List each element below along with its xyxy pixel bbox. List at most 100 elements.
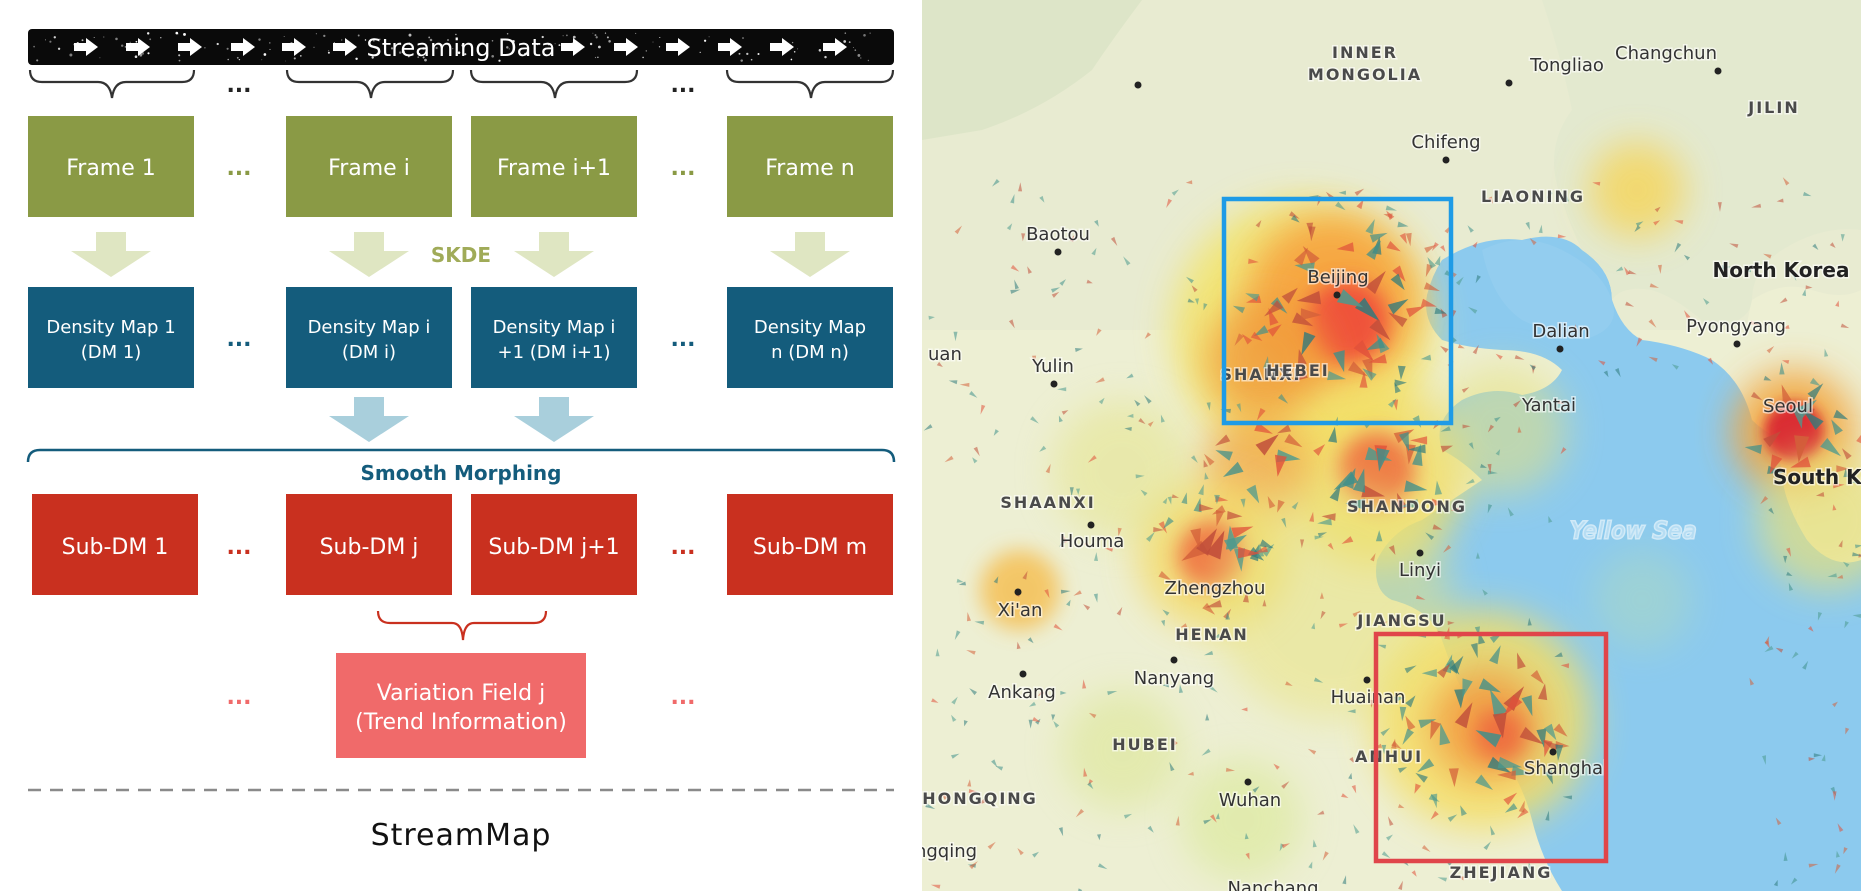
flow-arrow	[1058, 415, 1063, 423]
flow-arrow	[1560, 663, 1570, 669]
flow-arrow	[1657, 264, 1662, 274]
flow-arrow	[1039, 445, 1047, 452]
flow-arrow	[1116, 606, 1123, 616]
bohai-bay	[1482, 240, 1614, 340]
flow-arrow	[1808, 626, 1814, 632]
flow-arrow	[1381, 851, 1391, 859]
flow-arrow	[925, 803, 936, 810]
flow-arrow	[948, 380, 958, 385]
flow-arrow	[1542, 740, 1559, 752]
flow-arrow	[1057, 387, 1067, 392]
map-label-city: uan	[928, 344, 962, 365]
flow-arrow	[1171, 189, 1179, 196]
stream-star	[33, 45, 35, 48]
flow-arrow	[1560, 447, 1567, 455]
stream-star	[175, 31, 179, 35]
flow-arrow	[1836, 574, 1844, 579]
flow-arrow	[1369, 318, 1391, 341]
stream-star	[869, 32, 871, 34]
morph-label: Smooth Morphing	[361, 461, 562, 485]
stream-star	[594, 56, 597, 59]
flow-arrow	[1636, 337, 1643, 347]
flow-arrow	[1856, 434, 1861, 444]
density-row: Density Map 1 (DM 1) Density Map i (DM i…	[28, 287, 893, 388]
flow-arrow	[1802, 409, 1824, 430]
dot-xian	[1014, 588, 1022, 596]
stream-star	[422, 56, 425, 59]
flow-arrow	[1802, 289, 1806, 297]
stream-star	[407, 55, 410, 58]
stream-arrow	[333, 38, 357, 56]
flow-arrow	[1653, 220, 1661, 226]
flow-arrow	[1461, 387, 1470, 393]
flow-arrow	[1076, 488, 1080, 495]
flow-arrow	[1448, 768, 1459, 788]
flow-arrow	[1815, 492, 1825, 497]
flow-arrow	[1833, 409, 1849, 420]
flow-arrow	[941, 793, 948, 800]
frame-i-box	[286, 116, 452, 217]
flow-arrow	[1312, 839, 1317, 848]
flow-arrow	[1525, 221, 1530, 230]
map-label-region: MONGOLIA	[1308, 65, 1422, 84]
stream-star	[506, 32, 509, 35]
map-label-region: HUBEI	[1112, 735, 1177, 754]
flow-arrow	[1443, 544, 1452, 553]
flow-arrow	[1045, 463, 1051, 474]
flow-arrow	[1292, 370, 1308, 382]
flow-arrow	[1291, 501, 1299, 510]
stream-star	[455, 33, 457, 36]
frames-row: Frame 1 Frame i Frame i+1 Frame n ... ..…	[28, 116, 893, 217]
stream-star	[597, 56, 599, 58]
stream-star	[562, 35, 564, 37]
stream-star	[791, 41, 794, 44]
flow-arrow	[1671, 364, 1679, 370]
flow-arrow	[1398, 804, 1405, 809]
flow-arrow	[1557, 234, 1567, 239]
flow-arrow	[1615, 266, 1624, 272]
stream-star	[135, 40, 138, 43]
flow-arrow	[1361, 485, 1385, 498]
bracket-frame-n	[725, 69, 895, 99]
flow-arrow	[1321, 513, 1336, 521]
flow-arrow	[1300, 308, 1322, 321]
flow-arrow	[1437, 663, 1451, 678]
flow-arrow	[1308, 861, 1313, 869]
stream-star	[178, 54, 181, 57]
flow-arrow	[1166, 198, 1172, 208]
flow-arrow	[1187, 298, 1195, 303]
dot-ankang	[1019, 670, 1027, 678]
flow-arrow	[1353, 340, 1374, 362]
flow-arrow	[1032, 355, 1037, 366]
flow-arrow	[1805, 285, 1813, 290]
map-label-region: SHANDONG	[1347, 497, 1467, 516]
flow-arrow	[1127, 413, 1134, 418]
flow-arrow	[1368, 354, 1387, 364]
flow-arrow	[1843, 468, 1849, 478]
flow-arrow	[1546, 190, 1553, 199]
flow-arrow	[1322, 851, 1329, 861]
stream-star	[867, 59, 870, 62]
flow-arrow	[931, 698, 939, 703]
stream-star	[699, 51, 701, 54]
flow-arrow	[1355, 297, 1380, 322]
flow-arrow	[1398, 880, 1403, 890]
frame-1-box	[28, 116, 194, 217]
flow-arrow	[1242, 591, 1249, 603]
flow-arrow	[1328, 426, 1337, 443]
flow-arrow	[1010, 264, 1020, 272]
stream-star	[435, 46, 438, 50]
flow-arrow	[1835, 300, 1840, 307]
flow-arrow	[1248, 258, 1259, 264]
flow-arrow	[1440, 426, 1451, 432]
stream-star	[49, 40, 52, 43]
map-label-city: Tongliao	[1529, 55, 1604, 76]
flow-arrow	[1674, 220, 1684, 225]
flow-arrow	[1093, 593, 1098, 603]
flow-arrow	[1495, 449, 1501, 456]
flow-arrow	[1440, 445, 1453, 453]
flow-arrow	[1528, 861, 1533, 870]
flow-arrow	[1503, 792, 1518, 806]
flow-arrow	[1450, 507, 1460, 512]
map-label-region: HEBEI	[1266, 361, 1329, 380]
